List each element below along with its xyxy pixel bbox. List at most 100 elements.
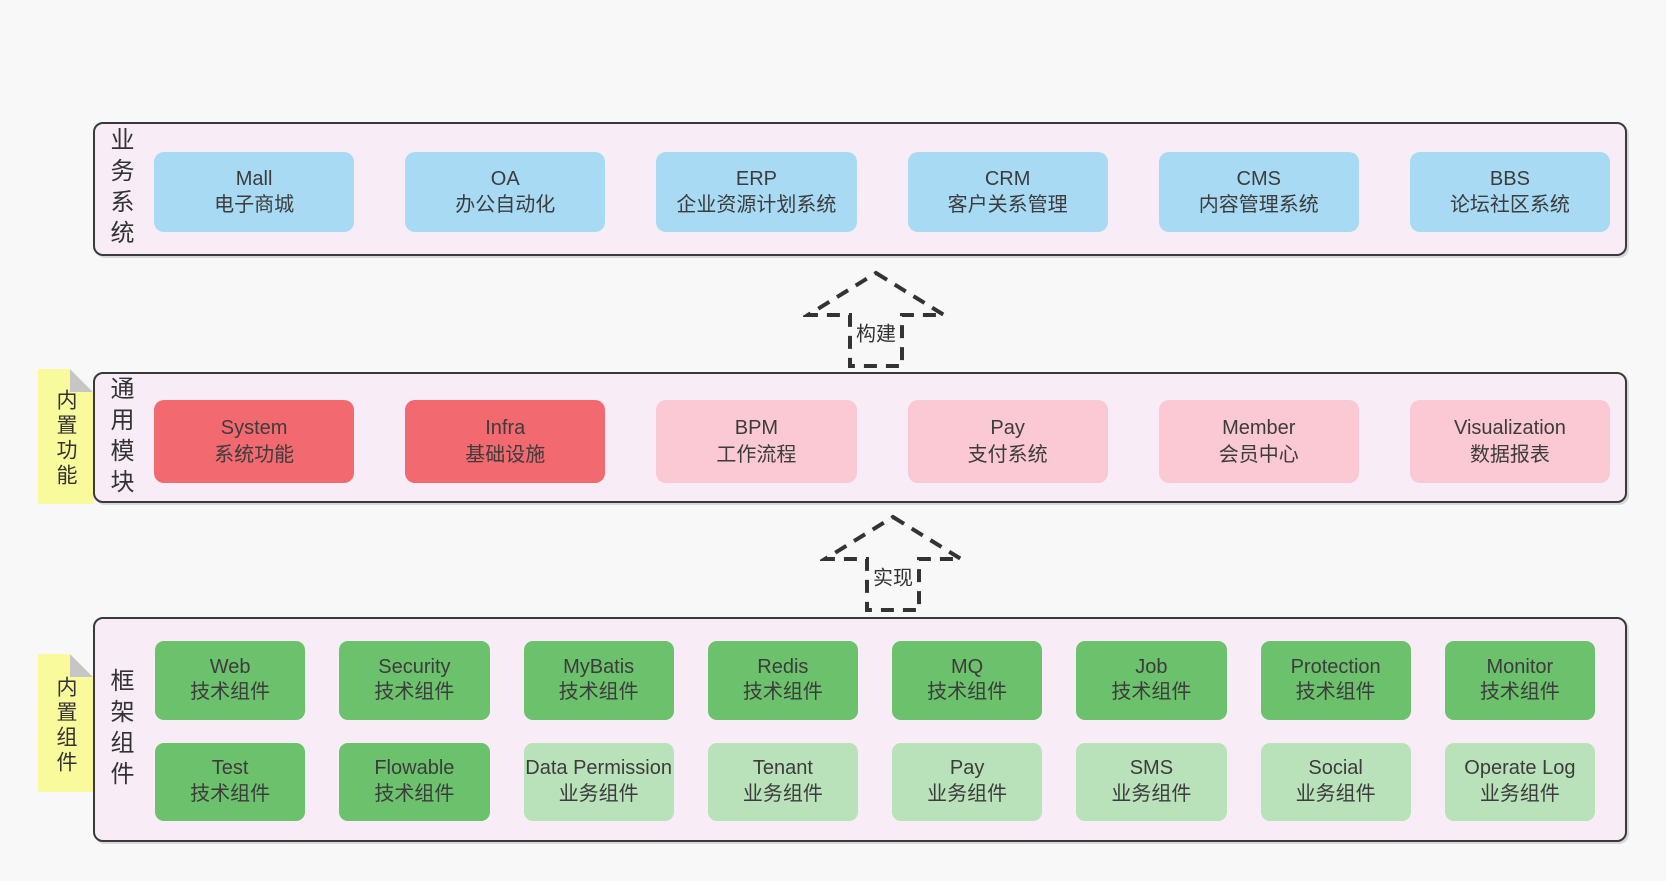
box-flowable: Flowable 技术组件	[339, 742, 490, 821]
box-subtitle: 论坛社区系统	[1449, 194, 1570, 216]
box-protection: Protection 技术组件	[1260, 641, 1411, 720]
band-framework-components: 框架组件 Web 技术组件 Security 技术组件 MyBatis 技术组件…	[93, 617, 1627, 842]
band-common-modules: 通用模块 System 系统功能 Infra 基础设施 BPM 工作流程 Pay…	[93, 372, 1627, 503]
box-oa: OA 办公自动化	[405, 152, 606, 232]
band-modules-label: 通用模块	[106, 375, 133, 500]
box-job: Job 技术组件	[1076, 641, 1227, 720]
box-bpm: BPM 工作流程	[656, 400, 857, 483]
box-title: Pay	[990, 417, 1025, 440]
box-member: Member 会员中心	[1158, 400, 1359, 483]
band-business-label: 业务系统	[106, 127, 133, 251]
box-title: Redis	[757, 655, 809, 678]
box-subtitle: 技术组件	[374, 782, 455, 805]
sticky-note-built-in-components: 内置组件	[38, 654, 93, 792]
arrow-build-label: 构建	[853, 316, 899, 348]
box-subtitle: 工作流程	[716, 443, 797, 466]
box-subtitle: 业务组件	[927, 782, 1008, 805]
box-title: Protection	[1290, 655, 1381, 678]
box-subtitle: 技术组件	[1479, 681, 1560, 704]
box-test: Test 技术组件	[155, 742, 306, 821]
box-subtitle: 业务组件	[1295, 782, 1376, 805]
box-subtitle: 业务组件	[1111, 782, 1192, 805]
box-subtitle: 客户关系管理	[947, 194, 1068, 216]
box-mybatis: MyBatis 技术组件	[523, 641, 674, 720]
box-pay-component: Pay 业务组件	[892, 742, 1043, 821]
box-subtitle: 技术组件	[190, 782, 271, 805]
box-title: Data Permission	[525, 757, 672, 780]
components-row-1: Web 技术组件 Security 技术组件 MyBatis 技术组件 Redi…	[155, 641, 1595, 720]
box-title: Social	[1308, 757, 1363, 780]
box-subtitle: 业务组件	[1479, 782, 1560, 805]
box-title: Infra	[485, 417, 526, 440]
box-title: SMS	[1129, 757, 1174, 780]
box-subtitle: 技术组件	[927, 681, 1008, 704]
box-subtitle: 系统功能	[214, 443, 295, 466]
box-title: OA	[490, 167, 520, 190]
box-title: ERP	[735, 167, 777, 190]
box-subtitle: 技术组件	[190, 681, 271, 704]
band-business-systems: 业务系统 Mall 电子商城 OA 办公自动化 ERP 企业资源计划系统 CRM…	[93, 122, 1627, 256]
box-subtitle: 会员中心	[1218, 443, 1299, 466]
arrow-up-implement: 实现	[820, 514, 966, 614]
business-box-row: Mall 电子商城 OA 办公自动化 ERP 企业资源计划系统 CRM 客户关系…	[154, 152, 1611, 232]
box-title: CRM	[984, 167, 1031, 190]
box-subtitle: 内容管理系统	[1198, 194, 1319, 216]
box-title: Security	[378, 655, 451, 678]
box-subtitle: 技术组件	[1295, 681, 1376, 704]
box-title: Operate Log	[1464, 757, 1576, 780]
arrow-up-build: 构建	[803, 270, 949, 370]
box-subtitle: 基础设施	[465, 443, 546, 466]
box-sms: SMS 业务组件	[1076, 742, 1227, 821]
box-data-permission: Data Permission 业务组件	[523, 742, 674, 821]
band-components-label: 框架组件	[106, 667, 133, 792]
box-security: Security 技术组件	[339, 641, 490, 720]
box-title: Job	[1135, 655, 1168, 678]
box-subtitle: 技术组件	[374, 681, 455, 704]
box-erp: ERP 企业资源计划系统	[656, 152, 857, 232]
box-title: Flowable	[374, 757, 455, 780]
box-subtitle: 支付系统	[967, 443, 1048, 466]
sticky-label: 内置组件	[54, 675, 77, 776]
box-monitor: Monitor 技术组件	[1444, 641, 1595, 720]
box-pay-module: Pay 支付系统	[907, 400, 1108, 483]
box-tenant: Tenant 业务组件	[707, 742, 858, 821]
folded-corner-icon	[70, 654, 93, 677]
box-title: Monitor	[1486, 655, 1554, 678]
box-subtitle: 技术组件	[558, 681, 639, 704]
components-row-2: Test 技术组件 Flowable 技术组件 Data Permission …	[155, 742, 1595, 821]
box-operate-log: Operate Log 业务组件	[1444, 742, 1595, 821]
box-subtitle: 电子商城	[214, 194, 295, 216]
box-title: Test	[211, 757, 249, 780]
arrow-up-icon	[803, 270, 949, 368]
box-subtitle: 业务组件	[558, 782, 639, 805]
box-redis: Redis 技术组件	[707, 641, 858, 720]
arrow-implement-label: 实现	[870, 560, 916, 592]
components-grid: Web 技术组件 Security 技术组件 MyBatis 技术组件 Redi…	[155, 641, 1595, 821]
box-title: System	[220, 417, 288, 440]
box-crm: CRM 客户关系管理	[907, 152, 1108, 232]
box-cms: CMS 内容管理系统	[1158, 152, 1359, 232]
box-subtitle: 办公自动化	[455, 194, 556, 216]
box-title: MQ	[951, 655, 984, 678]
box-title: Pay	[949, 757, 985, 780]
arrow-up-icon	[820, 514, 966, 612]
box-subtitle: 企业资源计划系统	[676, 194, 837, 216]
box-title: CMS	[1236, 167, 1281, 190]
box-title: MyBatis	[563, 655, 635, 678]
modules-box-row: System 系统功能 Infra 基础设施 BPM 工作流程 Pay 支付系统…	[154, 400, 1611, 483]
box-subtitle: 数据报表	[1469, 443, 1550, 466]
box-subtitle: 技术组件	[742, 681, 823, 704]
box-title: Visualization	[1453, 417, 1566, 440]
box-bbs: BBS 论坛社区系统	[1409, 152, 1611, 232]
box-social: Social 业务组件	[1260, 742, 1411, 821]
box-subtitle: 业务组件	[742, 782, 823, 805]
box-system: System 系统功能	[154, 400, 355, 483]
box-mall: Mall 电子商城	[154, 152, 355, 232]
box-infra: Infra 基础设施	[405, 400, 606, 483]
box-title: BBS	[1489, 167, 1530, 190]
box-web: Web 技术组件	[155, 641, 306, 720]
box-title: Web	[209, 655, 251, 678]
box-title: Tenant	[752, 757, 813, 780]
box-subtitle: 技术组件	[1111, 681, 1192, 704]
box-title: Mall	[235, 167, 273, 190]
